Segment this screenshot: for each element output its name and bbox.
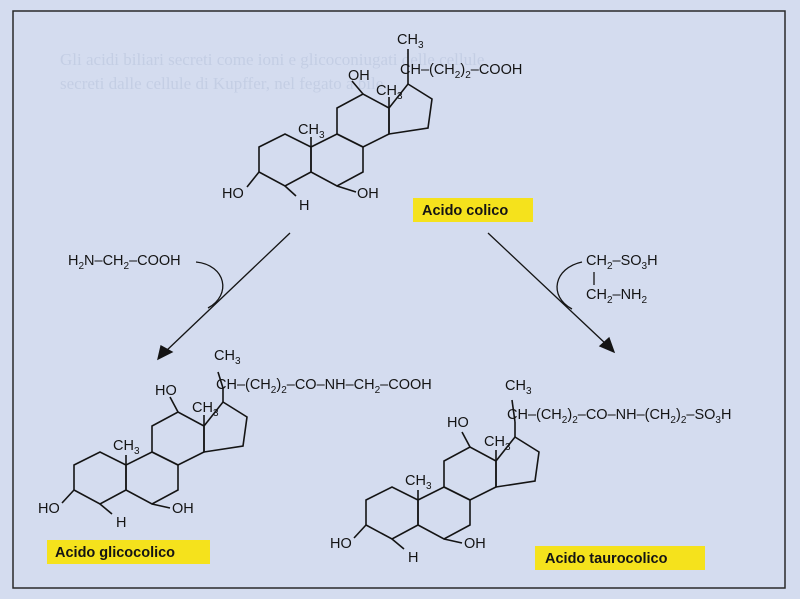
tauro-me-19: CH3 — [405, 473, 432, 492]
bleed-line-1: Gli acidi biliari secreti come ioni e gl… — [60, 50, 485, 69]
acido-glicocolico-label: Acido glicocolico — [47, 540, 210, 564]
tauro-ch3-top: CH3 — [505, 378, 532, 397]
cholic-acid-structure — [246, 49, 433, 197]
taurocholic-acid-structure — [353, 399, 540, 550]
acido-colico-label: Acido colico — [413, 198, 533, 222]
cholic-side-chain: CH–(CH2)2–COOH — [400, 62, 522, 81]
tauro-side-chain: CH–(CH2)2–CO–NH–(CH2)2–SO3H — [507, 407, 731, 426]
bleed-through-text: Gli acidi biliari secreti come ioni e gl… — [60, 48, 780, 108]
svg-text:Acido taurocolico: Acido taurocolico — [545, 551, 668, 567]
cholic-oh-12: OH — [348, 68, 370, 84]
taurine-line-2: CH2–NH2 — [586, 287, 648, 306]
acido-taurocolico-label: Acido taurocolico — [535, 546, 705, 570]
taurine-line-1: CH2–SO3H — [586, 253, 658, 272]
tauro-ho-12: HO — [447, 415, 469, 431]
glyco-me-18: CH3 — [192, 400, 219, 419]
glyco-oh-7: OH — [172, 501, 194, 517]
tauro-h-5: H — [408, 550, 418, 566]
taurine-curl — [556, 261, 583, 310]
glyco-ch3-top: CH3 — [214, 348, 241, 367]
arrow-head-glyco — [157, 345, 174, 361]
svg-text:Acido glicocolico: Acido glicocolico — [55, 545, 175, 561]
arrow-head-tauro — [598, 336, 616, 354]
glycine-reagent: H2N–CH2–COOH — [68, 253, 181, 272]
glycine-curl — [195, 261, 224, 309]
glyco-h-5: H — [116, 515, 126, 531]
cholic-ch3-top: CH3 — [397, 32, 424, 51]
tauro-ho-3: HO — [330, 536, 352, 552]
arrow-to-tauro — [487, 232, 607, 345]
glyco-ho-12: HO — [155, 383, 177, 399]
bleed-line-2: secreti dalle cellule di Kupffer, nel fe… — [60, 74, 388, 93]
tauro-me-18: CH3 — [484, 434, 511, 453]
reaction-arrows — [157, 232, 616, 361]
tauro-oh-7: OH — [464, 536, 486, 552]
glycocholic-acid-structure — [61, 371, 248, 515]
cholic-ho-3: HO — [222, 186, 244, 202]
glyco-side-chain: CH–(CH2)2–CO–NH–CH2–COOH — [216, 377, 432, 396]
taurine-reagent: CH2–SO3H CH2–NH2 — [586, 253, 658, 306]
cholic-oh-7: OH — [357, 186, 379, 202]
cholic-me-19: CH3 — [298, 122, 325, 141]
cholic-h-5: H — [299, 198, 309, 214]
svg-text:Acido colico: Acido colico — [422, 203, 508, 219]
glyco-me-19: CH3 — [113, 438, 140, 457]
arrow-to-glyco — [164, 232, 291, 353]
glyco-ho-3: HO — [38, 501, 60, 517]
cholic-me-18: CH3 — [376, 83, 403, 102]
page-border — [12, 10, 786, 589]
